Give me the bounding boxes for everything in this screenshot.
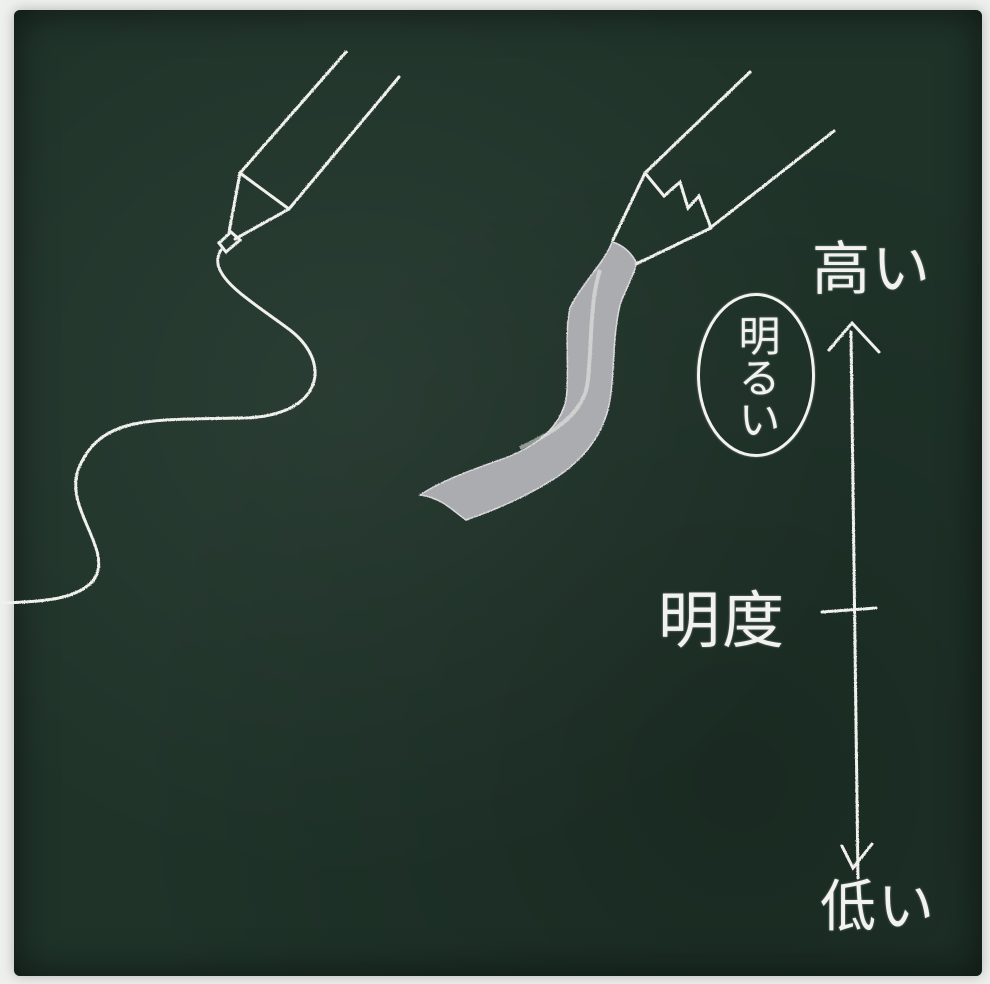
scale-axis-label: 明度 — [658, 584, 787, 657]
fine-pen-drawing — [0, 50, 401, 605]
brightness-scale-arrow — [820, 320, 881, 880]
brightness-circle — [697, 293, 815, 457]
broad-stroke — [417, 241, 637, 521]
circled-bright-label: 明るい — [732, 314, 781, 440]
scale-low-label: 低い — [820, 875, 936, 940]
broad-pen-drawing — [417, 70, 836, 521]
fine-line-stroke — [0, 248, 317, 605]
scale-high-label: 高い — [812, 235, 933, 303]
